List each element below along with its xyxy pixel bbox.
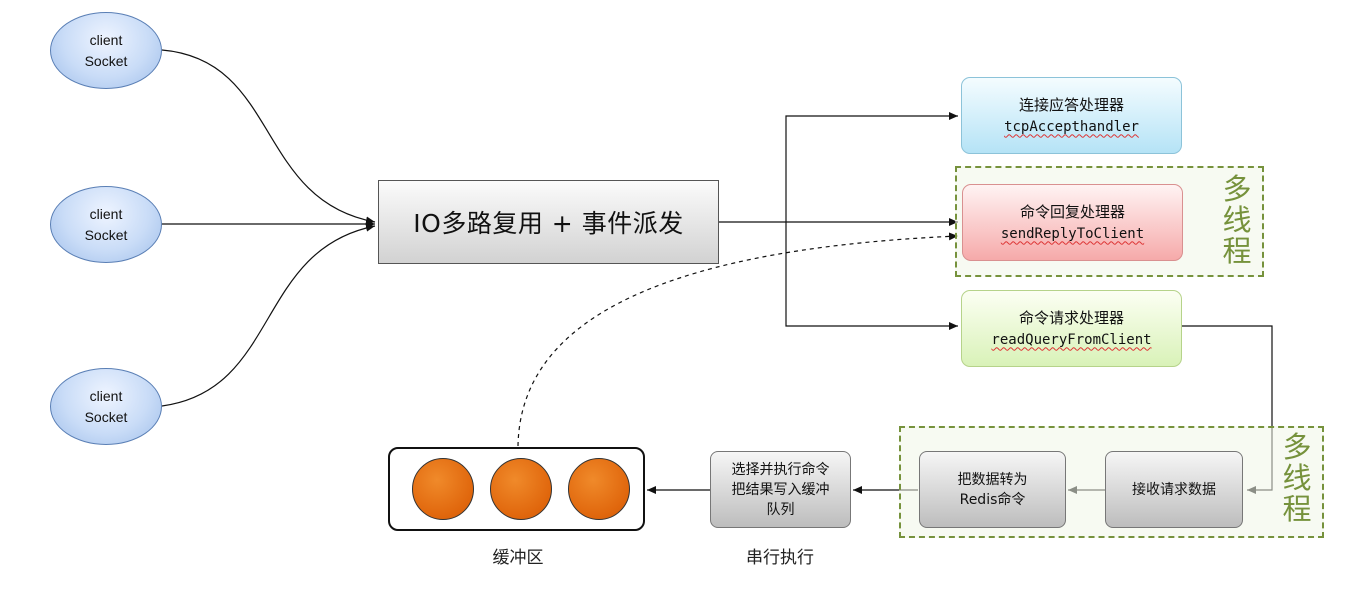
buffer-slot xyxy=(490,458,552,520)
execute-command-label: 把结果写入缓冲 xyxy=(731,481,830,498)
convert-command-label: Redis命令 xyxy=(959,491,1026,508)
client-1-curve xyxy=(161,49,376,225)
query-handler-code: readQueryFromClient xyxy=(991,331,1152,348)
serial-caption: 串行执行 xyxy=(746,548,814,568)
client-socket-label: Socket xyxy=(84,52,128,69)
buffer-to-reply-dashed xyxy=(517,232,959,447)
accept-handler-box: 连接应答处理器 tcpAccepthandler xyxy=(961,77,1182,154)
mux-to-query-arrow xyxy=(785,222,958,330)
client-socket-1: client Socket xyxy=(50,12,162,89)
query-handler-title: 命令请求处理器 xyxy=(1018,308,1124,327)
multithread-label-bottom: 多线程 xyxy=(1282,430,1312,526)
buffer-slot xyxy=(568,458,630,520)
convert-command-step: 把数据转为 Redis命令 xyxy=(919,451,1066,528)
client-socket-label: client xyxy=(89,387,123,404)
buffer-slot xyxy=(412,458,474,520)
receive-request-step: 接收请求数据 xyxy=(1105,451,1243,528)
buffer-caption: 缓冲区 xyxy=(492,548,544,568)
client-socket-label: Socket xyxy=(84,226,128,243)
io-multiplexer-box: IO多路复用 + 事件派发 xyxy=(378,180,719,264)
reply-handler-box: 命令回复处理器 sendReplyToClient xyxy=(962,184,1183,261)
io-multiplexer-label: IO多路复用 + 事件派发 xyxy=(413,209,684,238)
reply-handler-title: 命令回复处理器 xyxy=(1019,202,1125,221)
client-socket-3: client Socket xyxy=(50,368,162,445)
client-3-curve xyxy=(161,223,376,407)
execute-command-step: 选择并执行命令 把结果写入缓冲 队列 xyxy=(710,451,851,528)
client-socket-label: client xyxy=(89,31,123,48)
multithread-label-top: 多线程 xyxy=(1222,172,1252,268)
reply-handler-code: sendReplyToClient xyxy=(1000,225,1145,242)
mux-to-accept-arrow xyxy=(785,112,958,222)
execute-command-label: 选择并执行命令 xyxy=(731,461,830,478)
client-socket-label: Socket xyxy=(84,408,128,425)
client-socket-2: client Socket xyxy=(50,186,162,263)
accept-handler-code: tcpAccepthandler xyxy=(1004,118,1139,135)
accept-handler-title: 连接应答处理器 xyxy=(1018,95,1124,114)
client-socket-label: client xyxy=(89,205,123,222)
execute-command-label: 队列 xyxy=(766,501,795,518)
receive-request-label: 接收请求数据 xyxy=(1132,481,1216,498)
query-handler-box: 命令请求处理器 readQueryFromClient xyxy=(961,290,1182,367)
output-buffer xyxy=(388,447,645,531)
convert-command-label: 把数据转为 xyxy=(957,471,1028,488)
